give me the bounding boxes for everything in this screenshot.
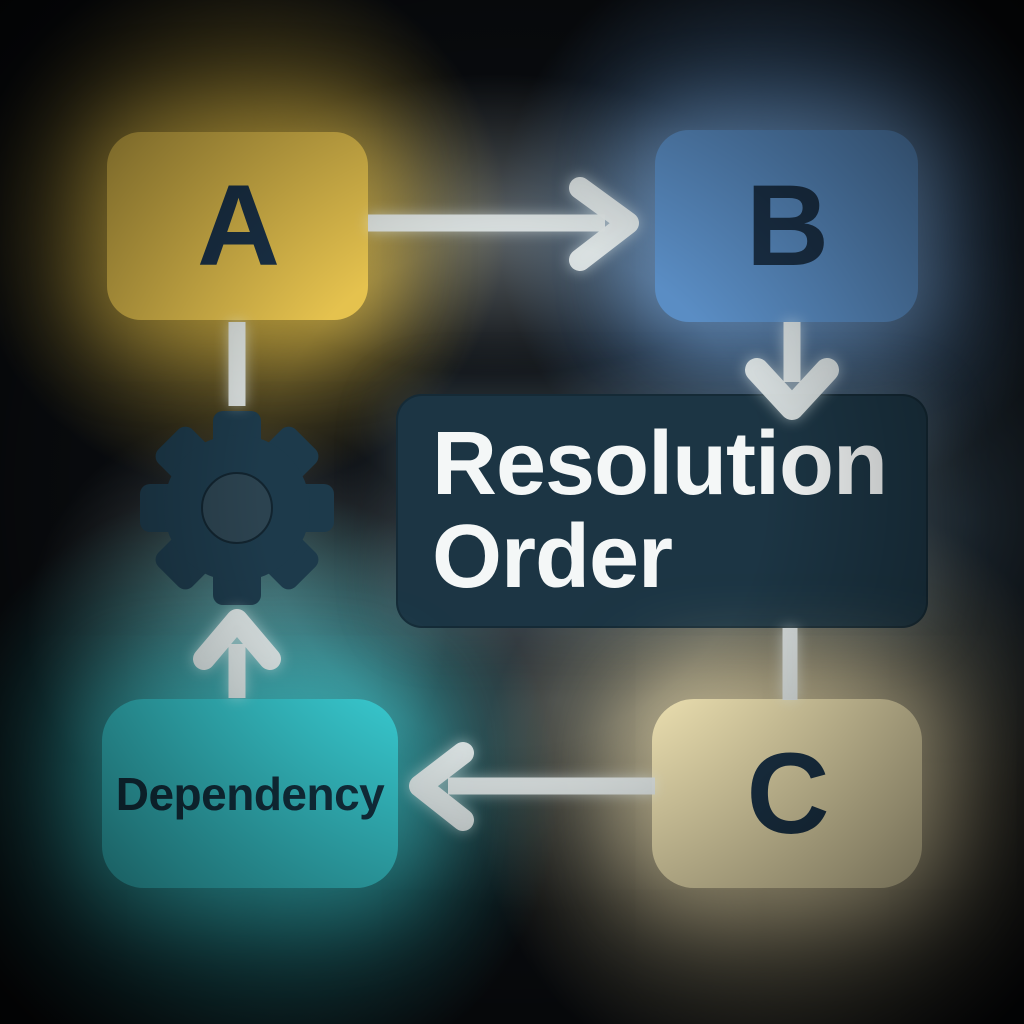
node-dependency: Dependency [102,699,398,888]
node-c-label: C [746,729,829,858]
node-resolution-order: Resolution Order [396,394,928,628]
node-a: A [107,132,368,320]
node-c: C [652,699,922,888]
node-b-label: B [745,162,829,290]
node-b: B [655,130,918,322]
dependency-label: Dependency [115,767,385,820]
node-a-label: A [196,162,280,290]
resolution-order-title: Resolution Order [432,414,888,607]
